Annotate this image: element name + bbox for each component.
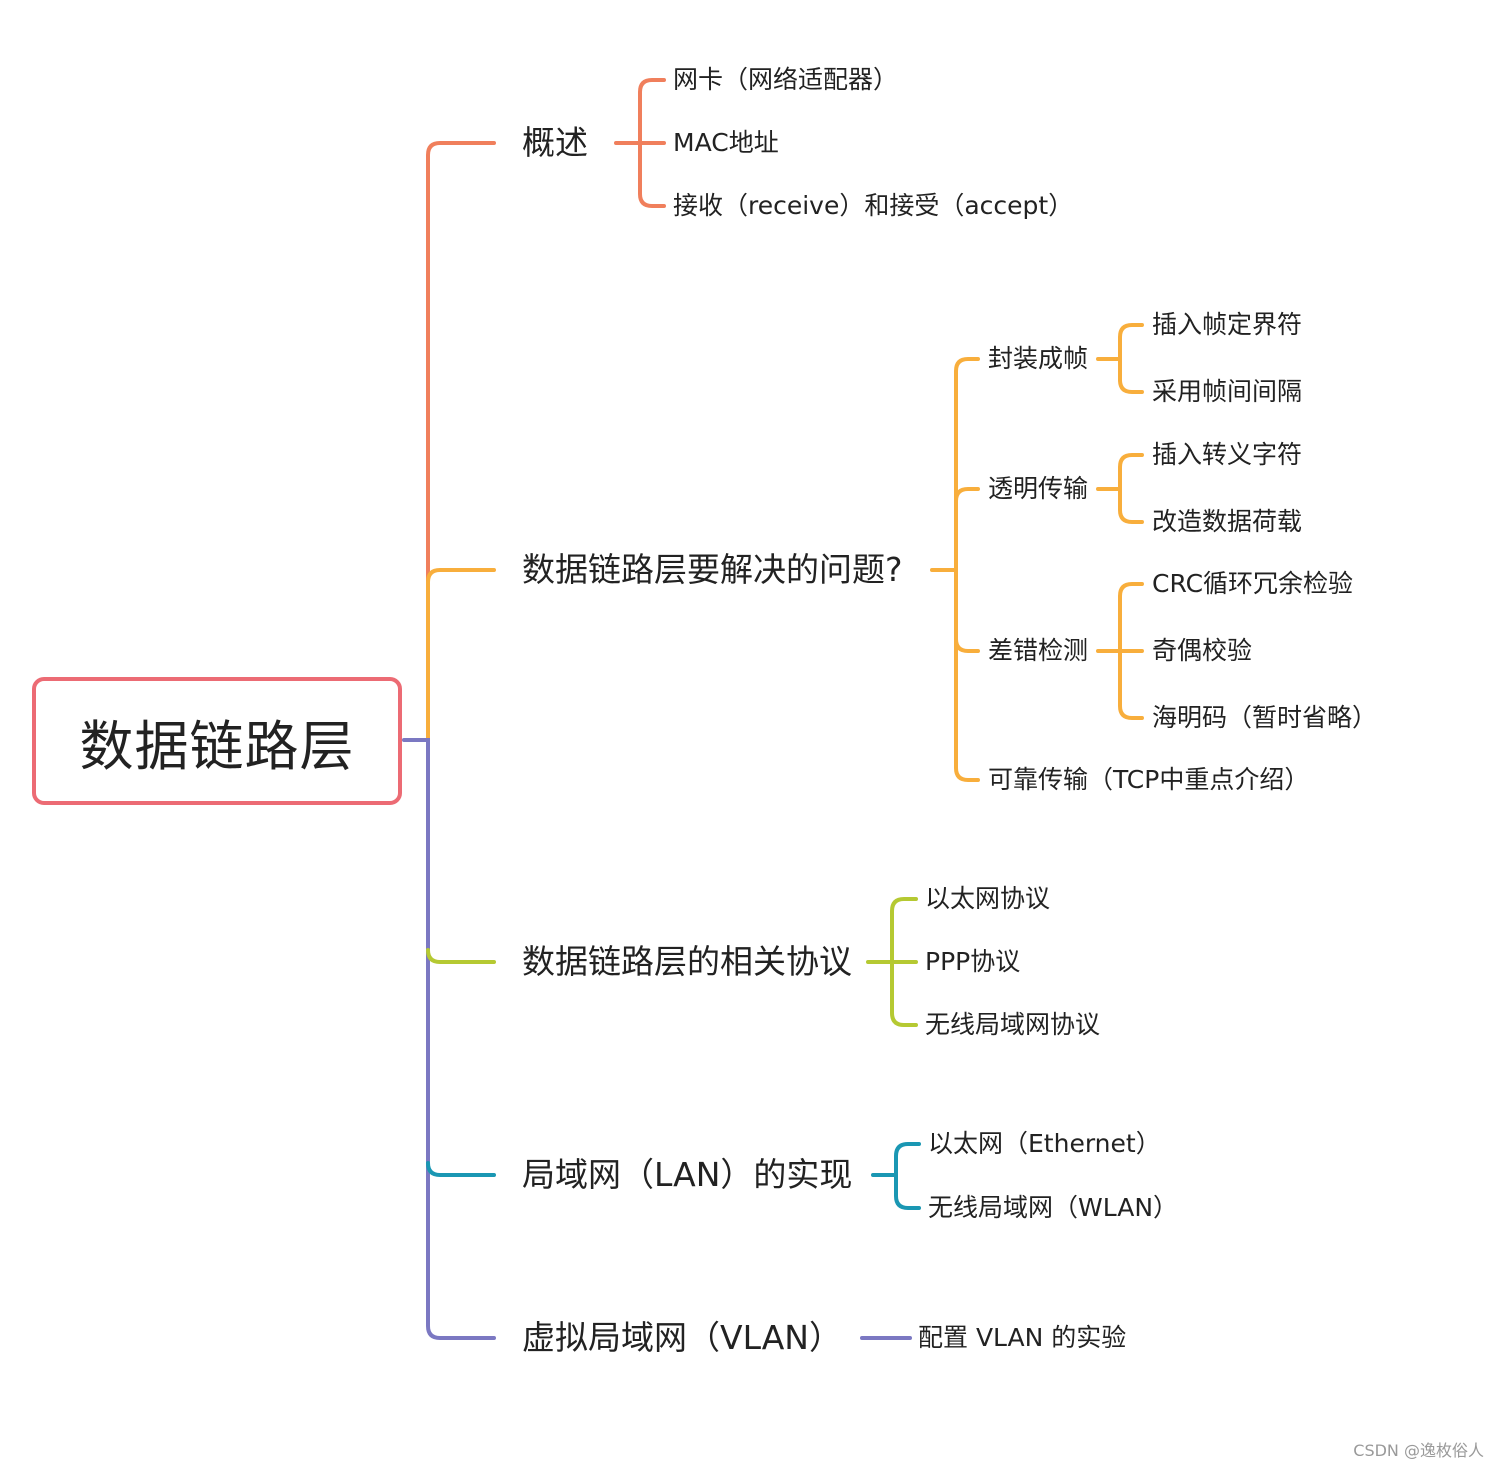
leaf-mac-address[interactable]: MAC地址 (673, 128, 779, 157)
b2-error-brackets (1096, 582, 1144, 720)
b3-brackets (866, 897, 918, 1027)
watermark: CSDN @逸枚俗人 (1353, 1441, 1484, 1460)
leaf-parity[interactable]: 奇偶校验 (1152, 636, 1253, 665)
trunk-yellow (426, 568, 496, 742)
leaf-crc[interactable]: CRC循环冗余检验 (1152, 569, 1354, 598)
branch-lan[interactable]: 局域网（LAN）的实现 (522, 1155, 853, 1194)
node-transparent-transfer[interactable]: 透明传输 (988, 474, 1089, 503)
trunk-teal (426, 1161, 496, 1177)
trunk-purple (402, 738, 496, 1340)
branch-protocols[interactable]: 数据链路层的相关协议 (522, 942, 852, 981)
leaf-wlan[interactable]: 无线局域网（WLAN） (928, 1193, 1179, 1222)
b1-brackets (614, 78, 666, 208)
leaf-wlan-protocol[interactable]: 无线局域网协议 (925, 1010, 1101, 1039)
b4-brackets (871, 1142, 921, 1210)
leaf-ppp-protocol[interactable]: PPP协议 (925, 947, 1021, 976)
leaf-hamming[interactable]: 海明码（暂时省略） (1152, 703, 1378, 732)
root-label: 数据链路层 (79, 714, 355, 778)
node-framing[interactable]: 封装成帧 (988, 344, 1089, 373)
branch-vlan[interactable]: 虚拟局域网（VLAN） (522, 1318, 842, 1357)
trunk-orange (426, 141, 496, 742)
leaf-nic[interactable]: 网卡（网络适配器） (673, 65, 899, 94)
node-reliable-transfer[interactable]: 可靠传输（TCP中重点介绍） (988, 765, 1310, 794)
branch-overview[interactable]: 概述 (522, 123, 588, 162)
root-node[interactable]: 数据链路层 (32, 677, 402, 805)
leaf-escape-char[interactable]: 插入转义字符 (1152, 440, 1303, 469)
leaf-receive-accept[interactable]: 接收（receive）和接受（accept） (673, 191, 1074, 220)
leaf-ethernet-protocol[interactable]: 以太网协议 (925, 884, 1051, 913)
leaf-vlan-experiment[interactable]: 配置 VLAN 的实验 (918, 1323, 1127, 1352)
b2-brackets (930, 357, 980, 782)
b2-frame-brackets (1096, 323, 1144, 394)
leaf-ethernet[interactable]: 以太网（Ethernet） (928, 1129, 1161, 1158)
leaf-modify-payload[interactable]: 改造数据荷载 (1152, 507, 1303, 536)
b2-transparent-brackets (1096, 453, 1144, 524)
leaf-frame-delimiter[interactable]: 插入帧定界符 (1152, 310, 1303, 339)
trunk-green (426, 948, 496, 964)
branch-problems[interactable]: 数据链路层要解决的问题? (522, 550, 903, 589)
node-error-detection[interactable]: 差错检测 (988, 636, 1089, 665)
leaf-frame-gap[interactable]: 采用帧间间隔 (1152, 377, 1303, 406)
